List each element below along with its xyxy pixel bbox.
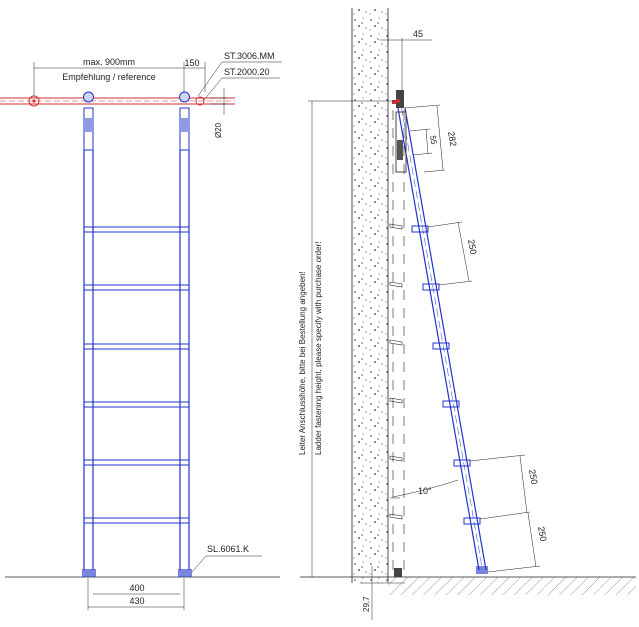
dim-430-label: 430 (129, 596, 144, 606)
dims-along-ladder: 282 55 250 250 250 (403, 104, 548, 573)
hook-left (83, 91, 94, 103)
ladder-stiles-front (82, 91, 192, 577)
rung (83, 226, 190, 233)
front-view: max. 900mm Empfehlung / reference 150 ST… (0, 51, 282, 610)
dia-20-label: Ø20 (214, 122, 223, 138)
dim-fastening-height: Leiter Anschlusshöhe, bitte bei Bestellu… (298, 100, 395, 577)
ground-hatch (388, 577, 636, 595)
rung-side (411, 225, 429, 233)
ladder-side (397, 107, 488, 574)
rung (83, 517, 190, 524)
rung (83, 459, 190, 466)
dim-150-label: 150 (184, 58, 199, 68)
note-de: Leiter Anschlusshöhe, bitte bei Bestellu… (298, 271, 307, 455)
dim-max-width: max. 900mm Empfehlung / reference 150 (33, 57, 206, 96)
dim-29-7-label: 29,7 (362, 596, 371, 612)
side-view: 45 Leiter Anschlusshöhe, bitte bei Beste… (298, 8, 636, 620)
rung-side (463, 517, 481, 525)
dim-250-c-label: 250 (536, 526, 548, 543)
rung (83, 343, 190, 350)
rung-side (453, 459, 471, 467)
dim-45-label: 45 (413, 29, 423, 39)
rung-side (432, 342, 450, 350)
rung (83, 401, 190, 408)
rung-side (422, 283, 440, 291)
reference-label: Empfehlung / reference (62, 72, 156, 82)
foot-left (82, 569, 96, 577)
max-width-label: max. 900mm (83, 57, 135, 67)
dim-45: 45 (380, 29, 432, 90)
dim-250-b-label: 250 (527, 469, 539, 486)
dim-29-7: 29,7 (360, 566, 405, 620)
dim-400-label: 400 (129, 583, 144, 593)
part-st3006: ST.3006.MM (224, 51, 275, 61)
foot-side (476, 566, 488, 574)
bracket-clamp (396, 90, 404, 108)
concrete-wall (352, 8, 388, 583)
rail-clamp-right (195, 96, 205, 106)
angle-10: 10° (390, 479, 459, 499)
foot-right (178, 569, 192, 577)
rail-front (0, 95, 235, 107)
dim-55-label: 55 (428, 135, 439, 146)
dim-bottom-front: 400 430 (87, 578, 185, 610)
part-sl6061: SL.6061.K (207, 544, 249, 554)
dim-250-a-label: 250 (466, 239, 478, 256)
note-en: Ladder fastening height, please specify … (314, 242, 323, 455)
wall-anchors (392, 110, 405, 570)
rung-section-marks (389, 223, 403, 520)
part-callouts-top: ST.3006.MM ST.2000.20 Ø20 (197, 51, 282, 138)
dim-282-label: 282 (446, 131, 458, 148)
rungs-front (83, 226, 190, 524)
rung-side (442, 400, 460, 408)
hook-right (179, 91, 190, 103)
angle-10-label: 10° (418, 486, 432, 496)
rung (83, 284, 190, 291)
part-callout-foot: SL.6061.K (191, 544, 262, 573)
part-st2000: ST.2000.20 (224, 67, 270, 77)
top-bracket-side (392, 90, 407, 173)
